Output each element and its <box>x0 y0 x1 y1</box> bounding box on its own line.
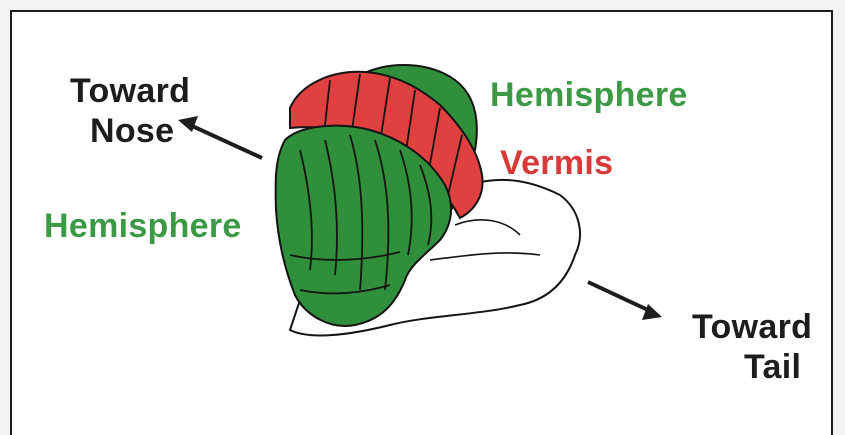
label-toward-nose-2: Nose <box>90 112 174 150</box>
label-toward-nose-1: Toward <box>70 72 190 110</box>
label-toward-tail-1: Toward <box>692 308 812 346</box>
label-toward-tail-2: Tail <box>744 348 801 386</box>
label-vermis: Vermis <box>500 144 613 182</box>
label-hemisphere-top: Hemisphere <box>490 76 688 114</box>
arrow-toward-tail <box>588 282 662 320</box>
arrow-toward-nose <box>178 116 262 158</box>
label-hemisphere-left: Hemisphere <box>44 207 242 245</box>
